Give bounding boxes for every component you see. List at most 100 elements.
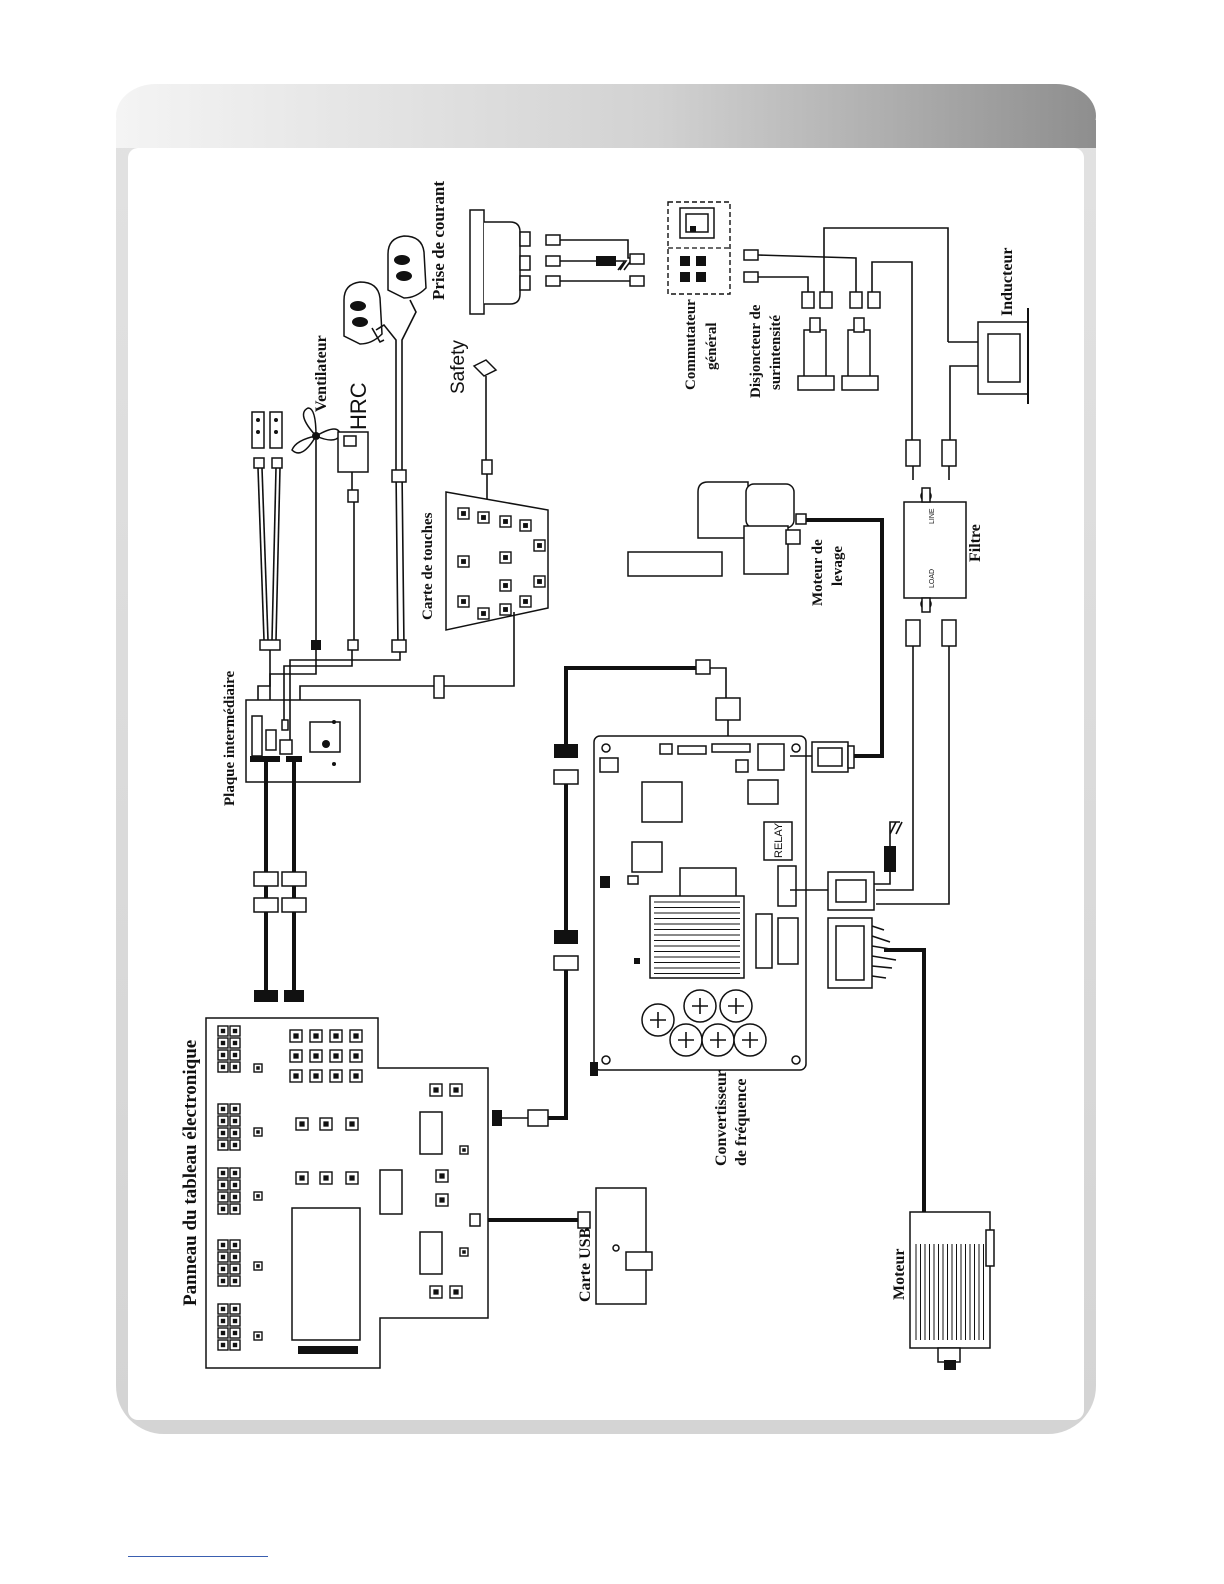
- button-pad-center: [233, 1053, 237, 1057]
- button-pad-center: [299, 1121, 304, 1126]
- button-pad-center: [453, 1289, 458, 1294]
- button-pad-center: [353, 1033, 358, 1038]
- button-pad-center: [221, 1171, 225, 1175]
- moteur-levage-label-2: levage: [830, 546, 846, 586]
- button-pad-center: [433, 1289, 438, 1294]
- button-pad-center: [537, 543, 542, 548]
- button-pad-center: [349, 1121, 354, 1126]
- button-pad-center: [349, 1175, 354, 1180]
- button-pad-center: [323, 1175, 328, 1180]
- button-pad-center: [256, 1066, 260, 1070]
- button-pad-center: [353, 1053, 358, 1058]
- button-pad-center: [221, 1143, 225, 1147]
- button-pad-center: [233, 1183, 237, 1187]
- button-pad-center: [233, 1279, 237, 1283]
- moteur-label: Moteur: [891, 1248, 908, 1300]
- button-pad-center: [233, 1119, 237, 1123]
- button-pad-center: [523, 599, 528, 604]
- button-pad-center: [233, 1319, 237, 1323]
- carte-usb-label: Carte USB: [577, 1227, 594, 1302]
- button-pad-center: [221, 1331, 225, 1335]
- button-pad-center: [221, 1319, 225, 1323]
- button-pad-center: [439, 1197, 444, 1202]
- button-pad-center: [256, 1334, 260, 1338]
- filtre-label: Filtre: [967, 524, 984, 562]
- button-pad-center: [293, 1073, 298, 1078]
- button-pad-center: [323, 1121, 328, 1126]
- button-pad-center: [333, 1033, 338, 1038]
- button-pad-center: [293, 1053, 298, 1058]
- button-pad-center: [433, 1087, 438, 1092]
- button-pad-center: [233, 1171, 237, 1175]
- display-panel-board: [206, 1018, 488, 1368]
- commutateur-label-2: général: [704, 323, 720, 370]
- emi-filter: [904, 488, 966, 612]
- line-text: LINE: [929, 508, 936, 524]
- button-pad-center: [256, 1194, 260, 1198]
- panneau-label: Panneau du tableau électronique: [180, 1040, 201, 1306]
- button-pad-center: [503, 519, 508, 524]
- remote-controller-right: [388, 236, 426, 298]
- button-pad-center: [233, 1029, 237, 1033]
- convertisseur-label-2: de fréquence: [733, 1078, 750, 1166]
- button-pad-center: [461, 559, 466, 564]
- button-pad-center: [461, 599, 466, 604]
- button-pad-center: [233, 1307, 237, 1311]
- remote-controller-left: [344, 282, 384, 344]
- button-pad-center: [221, 1053, 225, 1057]
- button-pad-center: [233, 1207, 237, 1211]
- button-pad-center: [481, 515, 486, 520]
- button-pad-center: [503, 607, 508, 612]
- keypad-board: [446, 492, 548, 630]
- footer-link-line: [128, 1556, 268, 1557]
- button-pad-center: [293, 1033, 298, 1038]
- button-pad-center: [503, 555, 508, 560]
- button-pad-center: [233, 1243, 237, 1247]
- frequency-converter: [590, 736, 806, 1076]
- button-pad-center: [453, 1087, 458, 1092]
- button-pad-center: [221, 1207, 225, 1211]
- button-pad-center: [503, 583, 508, 588]
- button-pad-center: [221, 1041, 225, 1045]
- button-pad-center: [333, 1053, 338, 1058]
- button-pad-center: [221, 1343, 225, 1347]
- button-pad-center: [233, 1065, 237, 1069]
- relay-text: RELAY: [773, 822, 785, 858]
- button-pad-center: [233, 1331, 237, 1335]
- button-pad-center: [221, 1307, 225, 1311]
- button-pad-center: [461, 511, 466, 516]
- button-pad-center: [462, 1250, 466, 1254]
- button-pad-center: [221, 1279, 225, 1283]
- button-pad-center: [221, 1183, 225, 1187]
- button-pad-center: [537, 579, 542, 584]
- button-pad-center: [313, 1073, 318, 1078]
- button-pad-center: [233, 1041, 237, 1045]
- disjoncteur-label-1: Disjoncteur de: [748, 304, 764, 398]
- button-pad-center: [256, 1264, 260, 1268]
- button-pad-center: [233, 1343, 237, 1347]
- button-pad-center: [233, 1255, 237, 1259]
- button-pad-center: [523, 523, 528, 528]
- button-pad-center: [481, 611, 486, 616]
- button-pad-center: [221, 1119, 225, 1123]
- safety-label: Safety: [448, 340, 469, 394]
- button-pad-center: [313, 1053, 318, 1058]
- button-pad-center: [221, 1065, 225, 1069]
- button-pad-center: [233, 1267, 237, 1271]
- button-pad-center: [233, 1195, 237, 1199]
- ventilateur-label: Ventilateur: [313, 335, 330, 412]
- button-pad-center: [233, 1131, 237, 1135]
- plaque-label: Plaque intermédiaire: [222, 671, 238, 806]
- button-pad-center: [439, 1173, 444, 1178]
- carte-touches-label: Carte de touches: [420, 512, 436, 620]
- moteur-levage-label-1: Moteur de: [810, 539, 826, 606]
- convertisseur-label-1: Convertisseur: [713, 1070, 730, 1166]
- button-pad-center: [462, 1148, 466, 1152]
- button-pad-center: [313, 1033, 318, 1038]
- button-pad-center: [221, 1195, 225, 1199]
- button-pad-center: [233, 1107, 237, 1111]
- button-pad-center: [221, 1255, 225, 1259]
- hrc-label: HRC: [346, 382, 371, 430]
- button-pad-center: [221, 1267, 225, 1271]
